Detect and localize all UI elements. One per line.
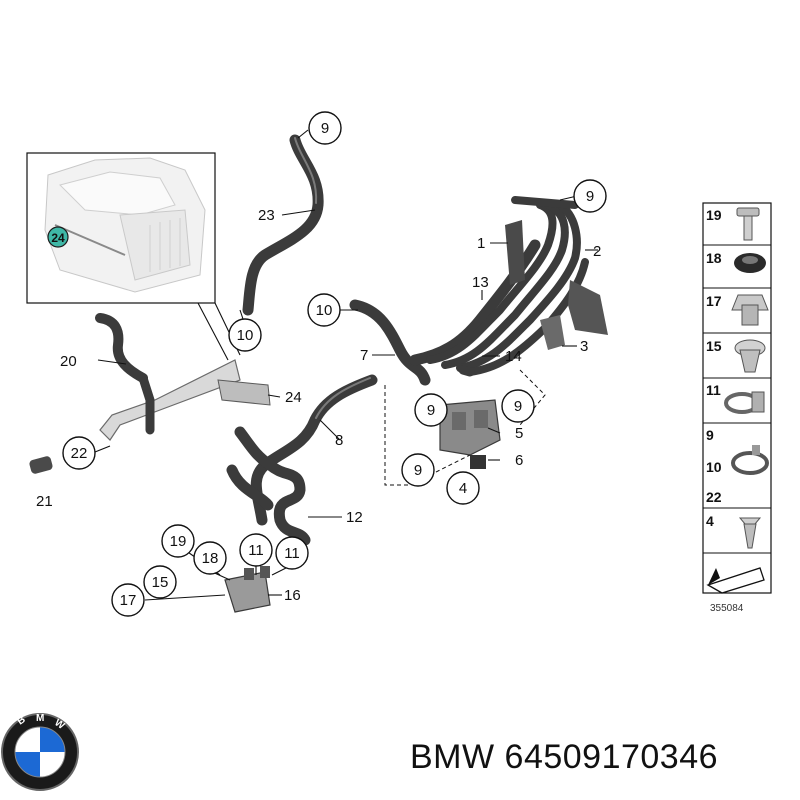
part-number-caption: BMW 64509170346 (410, 738, 719, 776)
label-6: 6 (515, 452, 523, 469)
legend-label-15: 15 (706, 338, 722, 354)
callout-18: 18 (193, 541, 227, 575)
legend-label-4: 4 (706, 513, 714, 529)
legend-label-10: 10 (706, 459, 722, 475)
callout-19: 19 (161, 524, 195, 558)
label-3: 3 (580, 338, 588, 355)
label-5: 5 (515, 425, 523, 442)
seal-24 (217, 379, 271, 406)
callout-11-a: 11 (239, 533, 273, 567)
svg-text:4: 4 (459, 480, 467, 497)
callout-9-mid-right: 9 (501, 389, 535, 423)
svg-text:15: 15 (152, 574, 169, 591)
svg-text:9: 9 (427, 402, 435, 419)
pump-16 (224, 566, 271, 613)
label-21: 21 (36, 493, 53, 510)
pipe-bundle-13 (426, 196, 589, 376)
hose-8 (226, 374, 378, 546)
expanding-rivet-icon (738, 517, 762, 549)
callout-9-top: 9 (308, 111, 342, 145)
callout-9-low: 9 (401, 453, 435, 487)
bolt-icon (736, 207, 760, 241)
hose-clamp-icon (724, 391, 765, 414)
label-12: 12 (346, 509, 363, 526)
bmw-roundel-icon: B M W (1, 713, 79, 791)
label-2: 2 (593, 243, 601, 260)
reference-number: 355084 (710, 603, 744, 614)
callout-11-b: 11 (275, 536, 309, 570)
valve-assembly-5 (439, 365, 501, 469)
callout-22: 22 (62, 436, 96, 470)
legend-label-18: 18 (706, 250, 722, 266)
label-16: 16 (284, 587, 301, 604)
inset-panel: 24 (26, 152, 241, 361)
svg-text:18: 18 (202, 550, 219, 567)
svg-text:9: 9 (586, 188, 594, 205)
label-23: 23 (258, 207, 275, 224)
callout-17: 17 (111, 583, 145, 617)
label-24: 24 (285, 389, 302, 406)
legend-label-22: 22 (706, 489, 722, 505)
svg-text:9: 9 (514, 398, 522, 415)
label-7: 7 (360, 347, 368, 364)
inset-callout-24: 24 (51, 231, 65, 245)
svg-text:17: 17 (120, 592, 137, 609)
label-20: 20 (60, 353, 77, 370)
arrow-icon (706, 567, 765, 594)
label-1: 1 (477, 235, 485, 252)
svg-text:22: 22 (71, 445, 88, 462)
pipe-20-22 (29, 313, 241, 474)
svg-text:M: M (36, 713, 44, 724)
grommet-cup-icon (734, 339, 766, 373)
legend-label-9: 9 (706, 427, 714, 443)
spring-clamp-icon (731, 445, 769, 475)
legend-label-17: 17 (706, 293, 722, 309)
callout-9-right: 9 (573, 179, 607, 213)
callout-15: 15 (143, 565, 177, 599)
callout-4: 4 (446, 471, 480, 505)
callout-10-left: 10 (307, 293, 341, 327)
svg-text:11: 11 (248, 542, 264, 559)
grommet-icon (734, 253, 766, 273)
callout-9-mid-left: 9 (414, 393, 448, 427)
legend-label-11: 11 (706, 382, 721, 398)
svg-text:19: 19 (170, 533, 187, 550)
svg-text:11: 11 (284, 545, 300, 562)
label-8: 8 (335, 432, 343, 449)
callout-10-center: 10 (228, 318, 262, 352)
legend-label-19: 19 (706, 207, 722, 223)
clip-icon (731, 294, 769, 326)
label-13: 13 (472, 274, 489, 291)
svg-text:9: 9 (321, 120, 329, 137)
brackets-1-2-3 (505, 220, 608, 350)
legend-panel: 19 18 17 15 11 9 10 22 (702, 202, 772, 614)
svg-text:10: 10 (237, 327, 254, 344)
dashed-assembly-outline (384, 369, 546, 486)
svg-text:10: 10 (316, 302, 333, 319)
hose-23 (242, 134, 324, 316)
label-14: 14 (505, 348, 522, 365)
svg-text:9: 9 (414, 462, 422, 479)
